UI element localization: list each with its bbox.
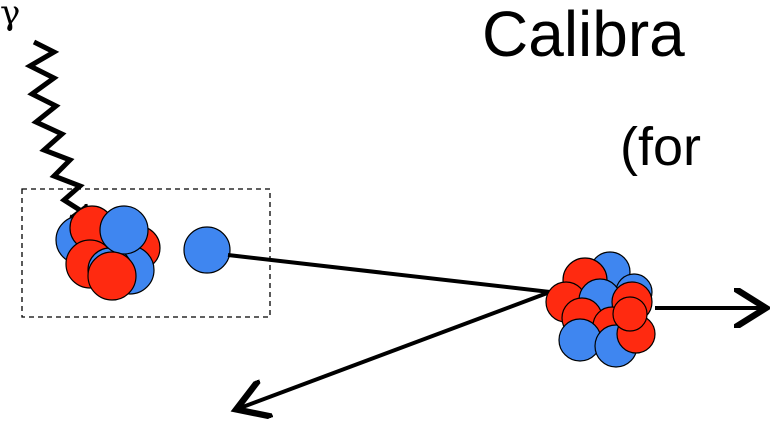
nucleon (558, 318, 602, 362)
emitted-neutron (183, 226, 231, 274)
nucleon (87, 251, 137, 301)
beryllium-nucleus (55, 205, 161, 301)
scattered-neutron-arrow (240, 290, 551, 408)
title-line-2: (for (620, 117, 701, 177)
target-nucleus (545, 251, 656, 368)
nucleon (99, 205, 149, 255)
target-box (21, 188, 271, 318)
neutron-track (227, 253, 551, 294)
gamma-ray-wave (24, 39, 88, 217)
nucleon (612, 296, 648, 332)
title-line-1: Calibra (482, 0, 685, 70)
gamma-label: γ (0, 0, 21, 33)
